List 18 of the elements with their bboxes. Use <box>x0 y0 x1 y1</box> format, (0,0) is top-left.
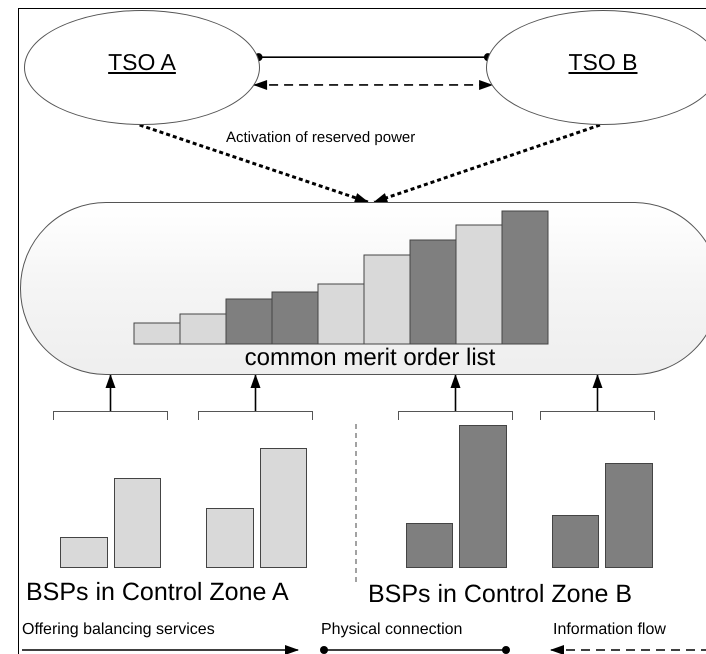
zone-label: BSPs in Control Zone A <box>26 578 289 607</box>
arrow <box>373 124 600 204</box>
arrow <box>592 374 602 411</box>
arrow <box>253 80 494 90</box>
legend-label: Offering balancing services <box>22 621 215 639</box>
annotation-text: Activation of reserved power <box>226 129 416 146</box>
zone-label: BSPs in Control Zone B <box>368 580 632 609</box>
arrow <box>106 374 116 411</box>
connection-line <box>254 53 492 62</box>
node-label: common merit order list <box>244 344 496 372</box>
legend-label: Information flow <box>553 621 666 639</box>
arrow <box>250 374 260 411</box>
merit-order-box <box>20 202 706 375</box>
arrow <box>139 124 369 204</box>
node-label: TSO B <box>567 49 638 76</box>
node-label: TSO A <box>107 49 177 76</box>
arrow <box>450 374 460 411</box>
legend-label: Physical connection <box>321 621 462 639</box>
